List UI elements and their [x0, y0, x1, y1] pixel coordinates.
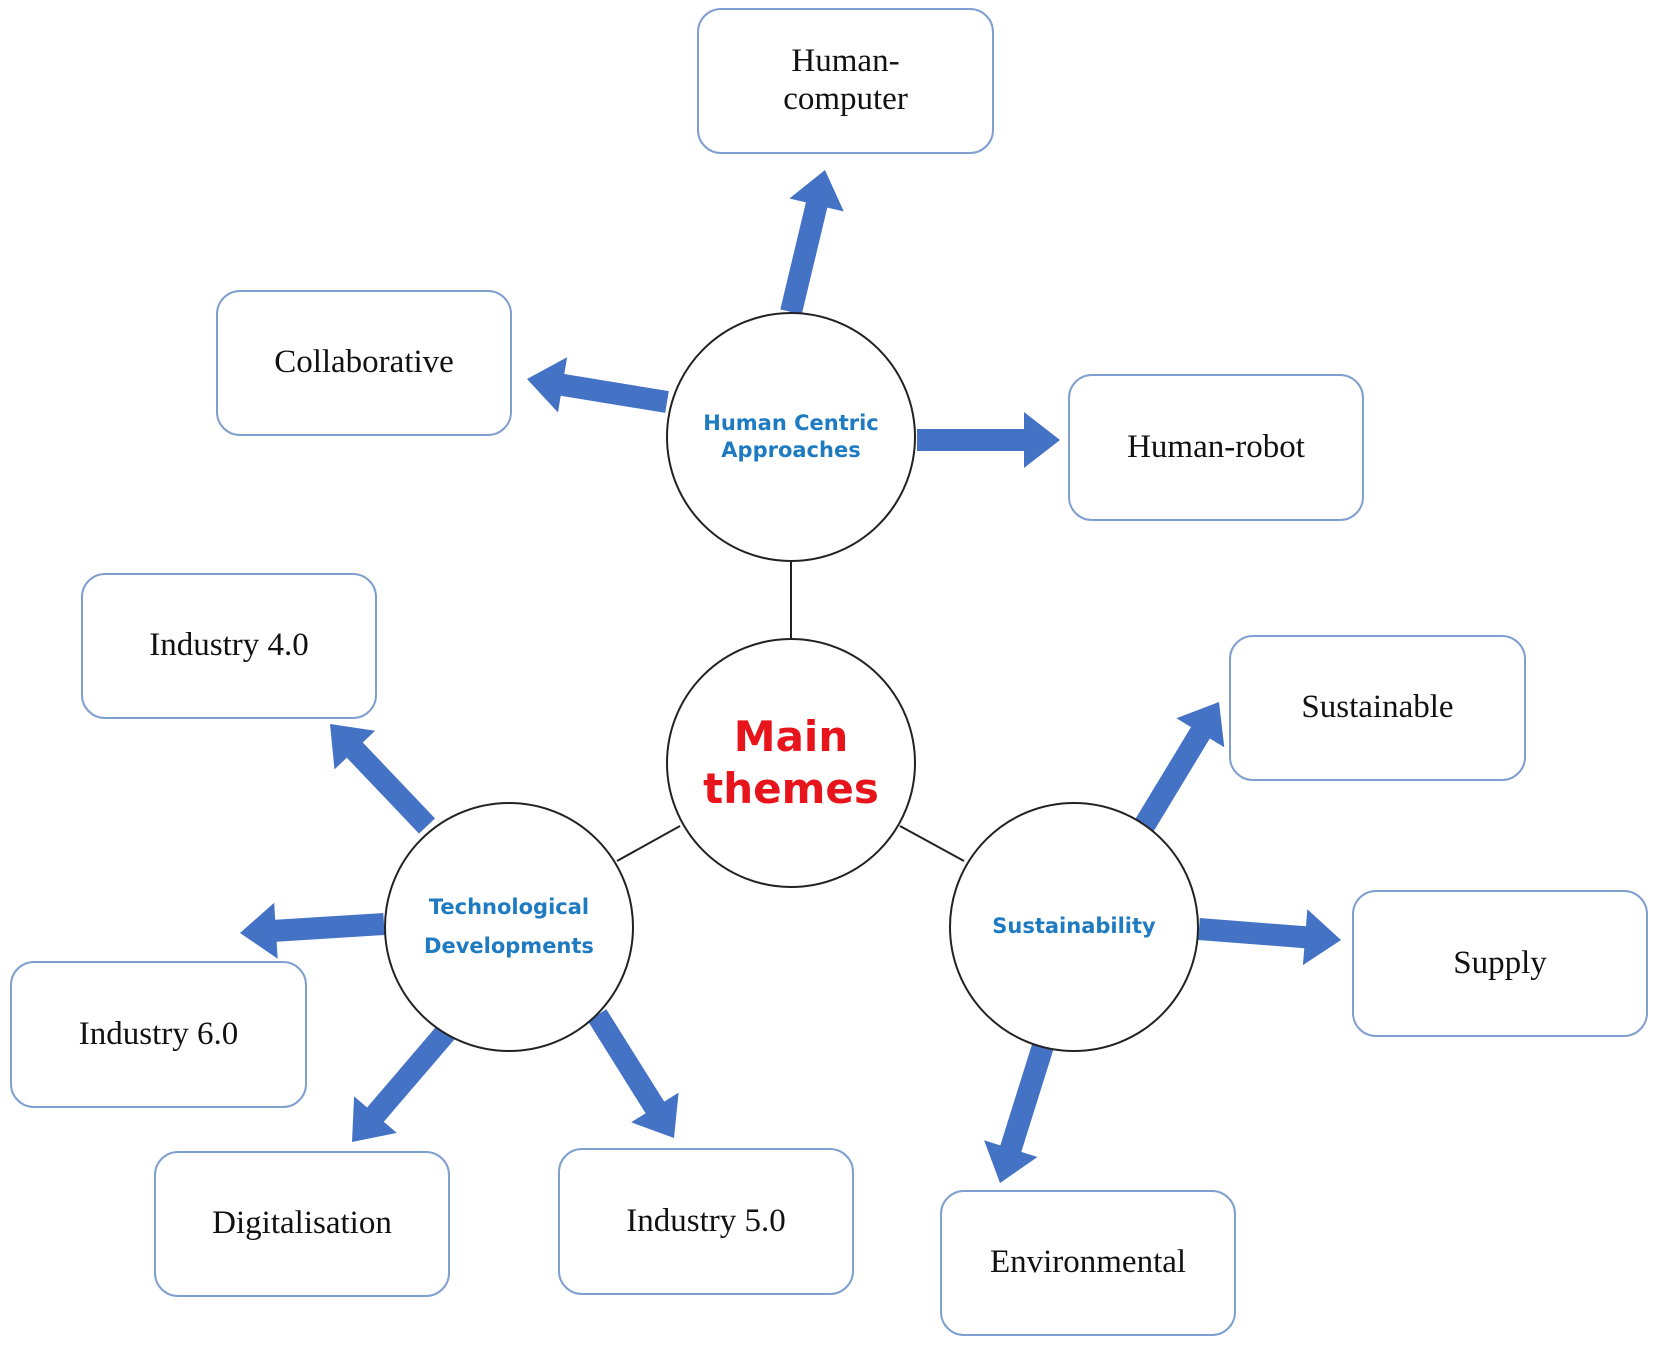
hub-human-centric: Human Centric Approaches: [666, 312, 916, 562]
box-sustainable-label: Sustainable: [1301, 689, 1454, 726]
hub-technological: Technological Developments: [384, 802, 634, 1052]
hub-technological-label: Technological Developments: [424, 895, 594, 958]
arrow-to-industry-4: [330, 724, 435, 834]
connector-center-sustainability: [899, 825, 965, 862]
box-collaborative: Collaborative: [216, 290, 512, 436]
arrow-to-digitalisation: [352, 1023, 456, 1142]
box-industry-5-label: Industry 5.0: [626, 1202, 786, 1239]
box-environmental-label: Environmental: [989, 1244, 1187, 1281]
box-industry-6: Industry 6.0: [10, 961, 307, 1108]
hub-human-centric-label: Human Centric Approaches: [703, 410, 879, 462]
box-industry-5: Industry 5.0: [558, 1148, 854, 1295]
arrow-to-environmental: [984, 1042, 1054, 1183]
arrow-to-sustainable: [1134, 702, 1225, 832]
box-digitalisation-label: Digitalisation: [212, 1205, 392, 1242]
box-collaborative-label: Collaborative: [274, 344, 454, 381]
center-main-themes: Main themes: [666, 638, 916, 888]
arrow-to-industry-6: [240, 902, 385, 959]
box-human-computer: Human-computer: [697, 8, 994, 154]
box-supply: Supply: [1352, 890, 1648, 1037]
box-environmental: Environmental: [940, 1190, 1236, 1336]
arrow-to-collaborative: [527, 357, 669, 413]
box-industry-4: Industry 4.0: [81, 573, 377, 719]
box-industry-4-label: Industry 4.0: [149, 627, 309, 664]
arrow-to-industry-5: [587, 1009, 679, 1138]
box-human-robot: Human-robot: [1068, 374, 1364, 521]
arrow-to-human-robot: [917, 412, 1060, 468]
box-digitalisation: Digitalisation: [154, 1151, 450, 1297]
box-human-computer-label: Human-computer: [783, 43, 908, 117]
arrow-to-supply: [1198, 909, 1341, 966]
box-industry-6-label: Industry 6.0: [78, 1015, 239, 1052]
arrow-to-human-computer: [780, 170, 844, 315]
box-sustainable: Sustainable: [1229, 635, 1526, 781]
hub-sustainability-label: Sustainability: [992, 914, 1156, 939]
hub-sustainability: Sustainability: [949, 802, 1199, 1052]
box-supply-label: Supply: [1453, 944, 1547, 981]
connector-center-technological: [616, 825, 681, 862]
center-main-themes-label: Main themes: [703, 711, 879, 814]
box-human-robot-label: Human-robot: [1127, 428, 1305, 465]
